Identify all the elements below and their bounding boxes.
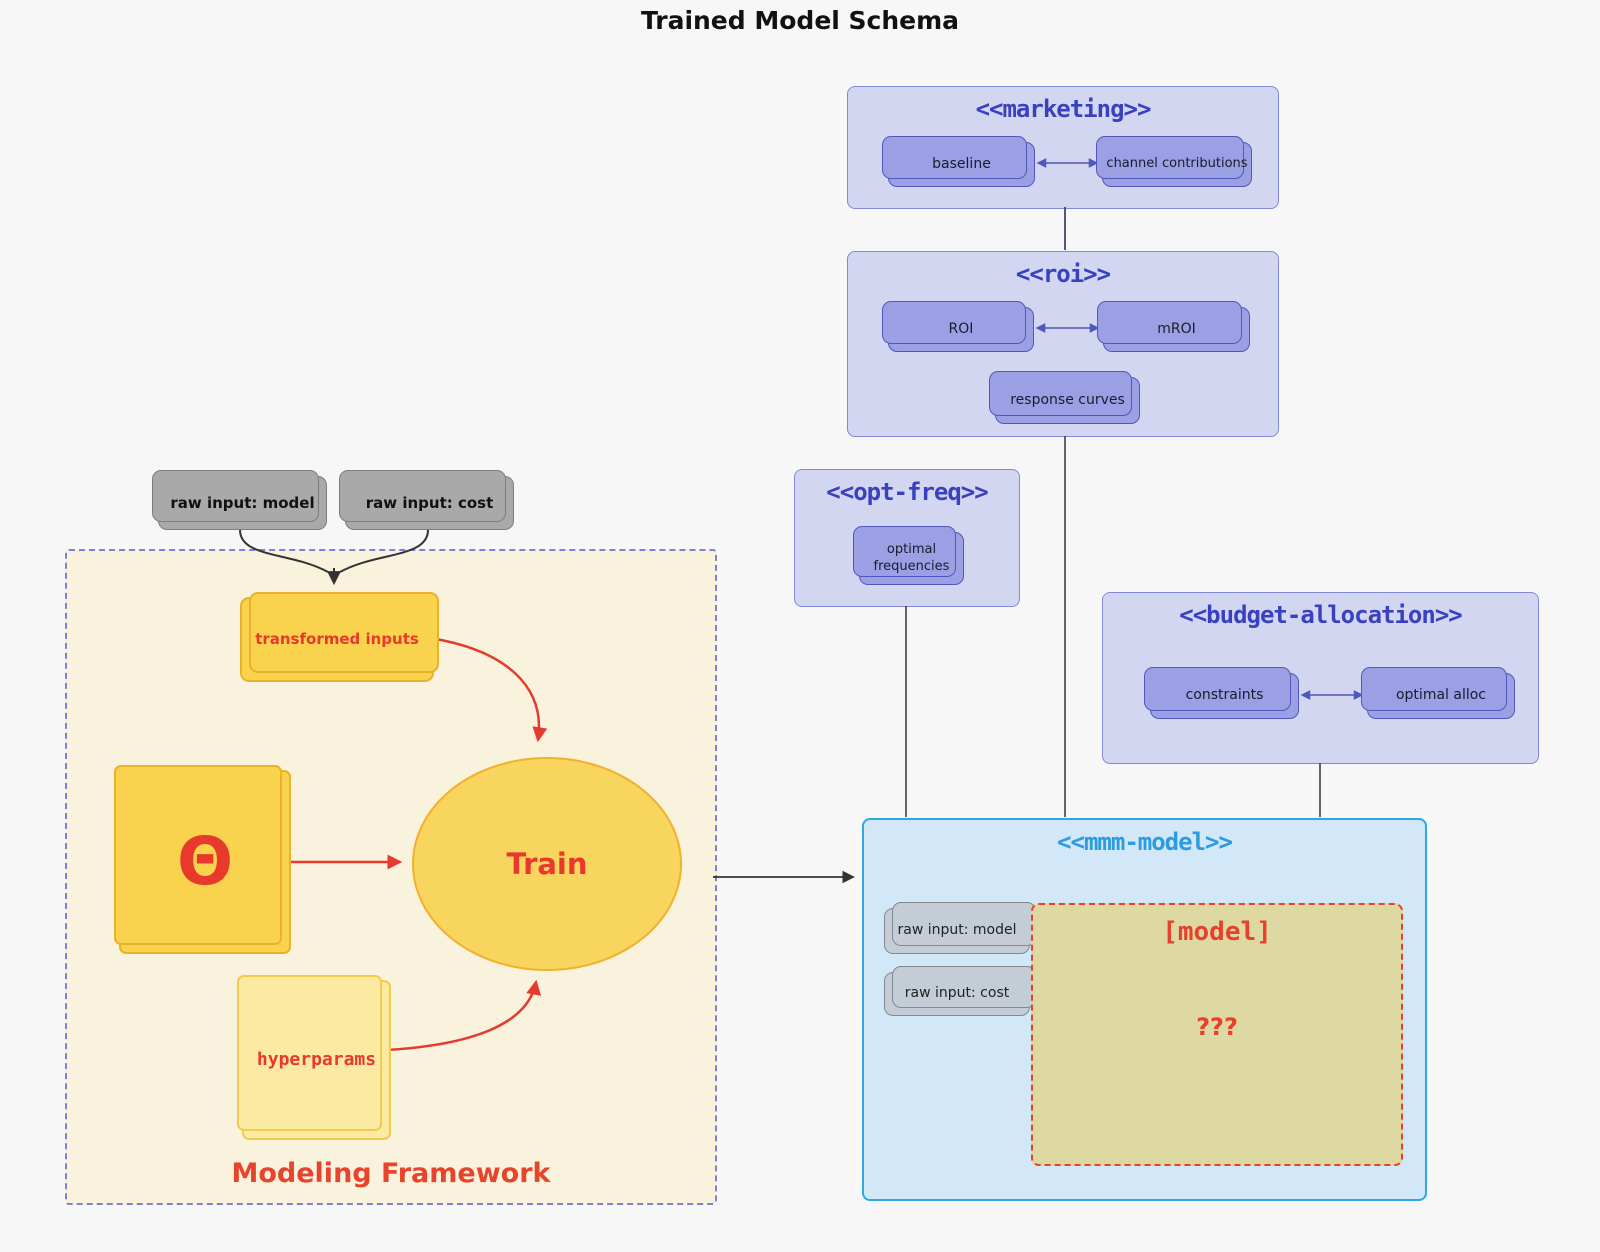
node-train: Train: [412, 757, 682, 971]
package-marketing-title: <<marketing>>: [975, 95, 1152, 123]
node-constraints: constraints: [1150, 673, 1299, 719]
modeling-framework-label: Modeling Framework: [231, 1158, 551, 1189]
diagram-title: Trained Model Schema: [640, 6, 960, 35]
edge-transformed-to-train: [429, 636, 548, 743]
package-opt-freq-title: <<opt-freq>>: [826, 478, 988, 506]
node-raw-input-cost: raw input: cost: [345, 476, 514, 530]
edge-rawcost-to-transformed: [339, 529, 429, 573]
package-mmm-model-title: <<mmm-model>>: [1057, 828, 1233, 856]
model-unknown-label: ???: [1196, 1013, 1238, 1041]
node-hyperparams: hyperparams: [242, 980, 391, 1140]
edge-hyperparams-to-train: [386, 979, 542, 1052]
node-mroi: mROI: [1103, 307, 1250, 352]
node-mmm-raw-input-model: raw input: model: [884, 908, 1030, 954]
node-channel-contributions: channel contributions: [1102, 142, 1252, 187]
node-mmm-raw-input-cost: raw input: cost: [884, 972, 1030, 1016]
package-roi-title: <<roi>>: [1015, 260, 1111, 288]
edge-rawmodel-to-transformed: [239, 529, 329, 573]
model-label: [model]: [1162, 917, 1272, 947]
node-roi: ROI: [888, 307, 1034, 352]
node-baseline: baseline: [888, 142, 1035, 187]
node-optimal-frequencies: optimal frequencies: [859, 532, 964, 585]
node-raw-input-model: raw input: model: [158, 476, 327, 530]
package-budget-allocation-title: <<budget-allocation>>: [1179, 601, 1462, 629]
node-response-curves: response curves: [995, 377, 1140, 424]
node-transformed-inputs: transformed inputs: [240, 597, 434, 682]
node-model-placeholder: [model] ???: [1031, 903, 1403, 1166]
node-optimal-alloc: optimal alloc: [1367, 673, 1515, 719]
node-theta: Θ: [119, 770, 291, 954]
